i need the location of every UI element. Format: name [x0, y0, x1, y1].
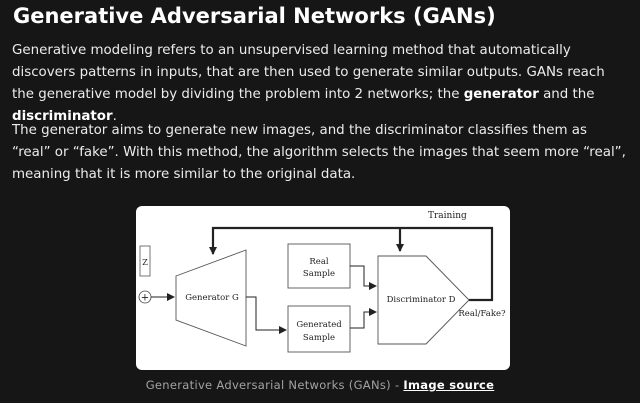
generated-sample-box [287, 305, 351, 353]
generated-sample-label-line-1: Generated [296, 320, 342, 330]
real-sample-label-line-1: Real [309, 257, 328, 267]
noise-z-box [139, 245, 151, 277]
plus-sign: + [141, 293, 149, 304]
figure-caption: Generative Adversarial Networks (GANs)-I… [0, 378, 640, 392]
caption-separator: - [394, 378, 400, 392]
section-title: Generative Adversarial Networks (GANs) [13, 4, 496, 28]
generated-sample-label-line-2: Sample [303, 333, 335, 343]
generator-label: Generator G [185, 293, 239, 303]
real-sample-box [287, 243, 351, 289]
method-paragraph: The generator aims to generate new image… [12, 123, 626, 182]
caption-text: Generative Adversarial Networks (GANs) [145, 378, 391, 392]
discriminator-shape [377, 255, 470, 345]
discriminator-label: Discriminator D [387, 295, 456, 305]
generator-to-generated-arrow [246, 296, 287, 334]
discriminator-term: discriminator [12, 109, 113, 124]
gan-diagram: Training Z + Generator G Real Sample Gen… [138, 211, 506, 353]
noise-z-label: Z [142, 258, 148, 267]
real-to-discriminator-arrow [350, 265, 377, 290]
intro-text-part-1: Generative modeling refers to an unsuper… [12, 43, 605, 102]
intro-text-part-3: . [112, 109, 117, 124]
real-fake-output-label: Real/Fake? [458, 309, 506, 319]
training-loop-line [209, 226, 494, 302]
intro-text-part-2: and the [538, 87, 595, 102]
generated-to-discriminator-arrow [350, 308, 377, 329]
real-sample-label-line-2: Sample [303, 269, 335, 279]
generator-term: generator [463, 87, 539, 102]
intro-paragraph: Generative modeling refers to an unsuper… [12, 40, 628, 128]
image-source-link[interactable]: Image source [403, 378, 495, 392]
training-label: Training [428, 211, 467, 221]
generator-shape [175, 249, 247, 347]
gan-diagram-figure: Training Z + Generator G Real Sample Gen… [136, 206, 510, 370]
